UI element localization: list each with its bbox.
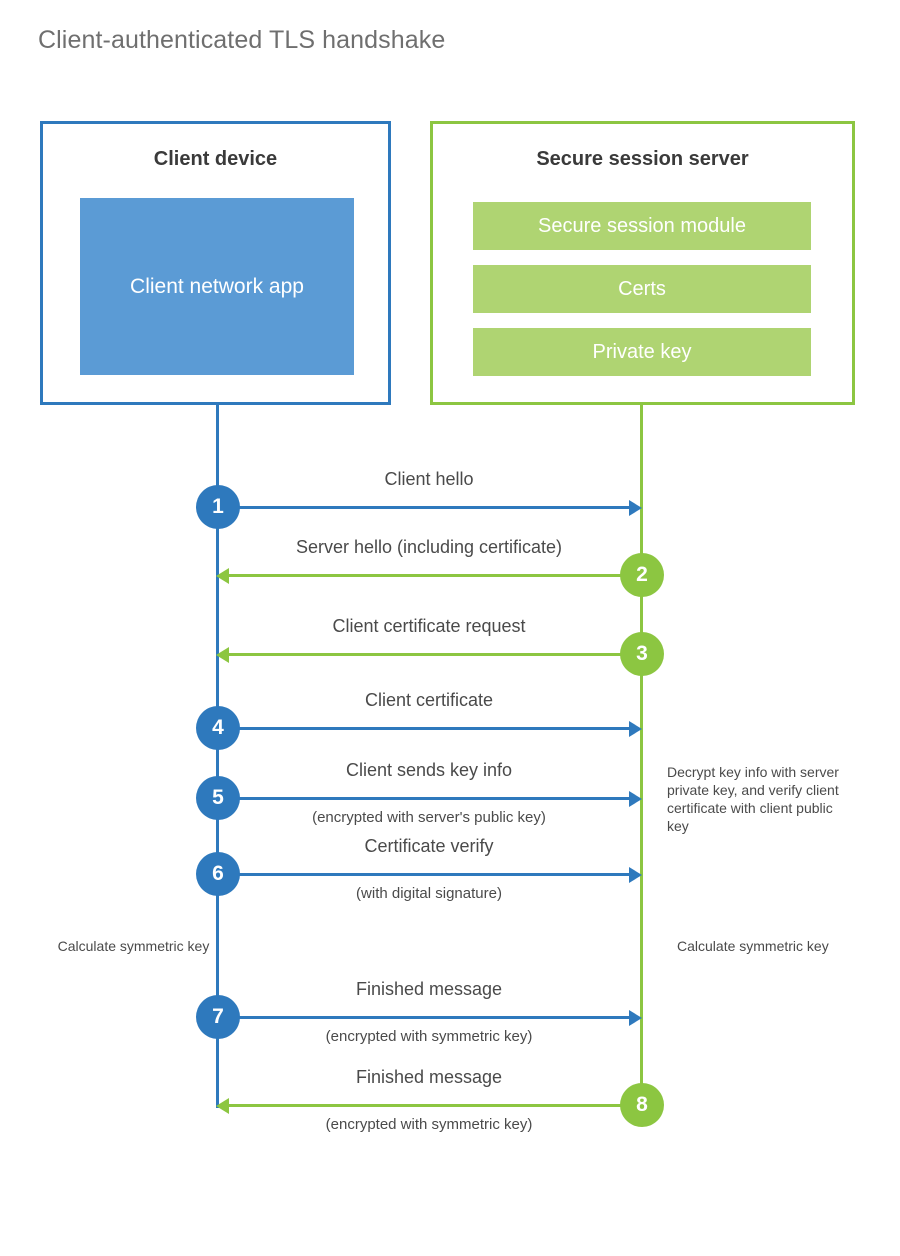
message-label-step-8: Finished message — [355, 1067, 503, 1087]
message-sublabel-step-5: (encrypted with server's public key) — [312, 809, 546, 826]
secure-session-server-box: Secure session server Secure session mod… — [430, 121, 855, 405]
message-line-step-5 — [218, 797, 630, 800]
step-badge-5[interactable]: 5 — [196, 776, 240, 820]
arrowhead-step-7 — [629, 1010, 642, 1026]
client-device-title: Client device — [153, 148, 278, 170]
arrowhead-step-6 — [629, 867, 642, 883]
page-title: Client-authenticated TLS handshake — [38, 26, 446, 54]
secure-session-server-title: Secure session server — [536, 148, 749, 170]
message-line-step-7 — [218, 1016, 630, 1019]
arrowhead-step-3 — [216, 647, 229, 663]
server-lifeline — [640, 405, 643, 1108]
arrowhead-step-1 — [629, 500, 642, 516]
message-line-step-8 — [228, 1104, 642, 1107]
message-line-step-6 — [218, 873, 630, 876]
message-label-step-5: Client sends key info — [345, 760, 513, 780]
step-badge-3[interactable]: 3 — [620, 632, 664, 676]
client-device-box: Client device Client network app — [40, 121, 391, 405]
note-server-calculate-symmetric-key: Calculate symmetric key — [677, 938, 829, 954]
arrowhead-step-2 — [216, 568, 229, 584]
message-line-step-3 — [228, 653, 642, 656]
message-sublabel-step-6: (with digital signature) — [356, 885, 502, 902]
message-label-step-3: Client certificate request — [332, 616, 526, 636]
message-line-step-1 — [218, 506, 630, 509]
client-network-app-block: Client network app — [80, 198, 354, 375]
client-lifeline — [216, 405, 219, 1108]
step-badge-6[interactable]: 6 — [196, 852, 240, 896]
step-badge-7[interactable]: 7 — [196, 995, 240, 1039]
arrowhead-step-4 — [629, 721, 642, 737]
step-badge-4[interactable]: 4 — [196, 706, 240, 750]
message-label-step-1: Client hello — [384, 469, 474, 489]
message-sublabel-step-7: (encrypted with symmetric key) — [325, 1028, 533, 1045]
message-label-step-4: Client certificate — [364, 690, 494, 710]
message-label-step-2: Server hello (including certificate) — [295, 537, 563, 557]
step-badge-1[interactable]: 1 — [196, 485, 240, 529]
server-module-private-key: Private key — [473, 328, 811, 376]
message-line-step-2 — [228, 574, 642, 577]
arrowhead-step-8 — [216, 1098, 229, 1114]
note-server-decrypt: Decrypt key info with server private key… — [667, 764, 839, 834]
message-label-step-7: Finished message — [355, 979, 503, 999]
message-sublabel-step-8: (encrypted with symmetric key) — [325, 1116, 533, 1133]
server-module-secure-session-module: Secure session module — [473, 202, 811, 250]
step-badge-8[interactable]: 8 — [620, 1083, 664, 1127]
message-label-step-6: Certificate verify — [364, 836, 494, 856]
server-module-certs: Certs — [473, 265, 811, 313]
arrowhead-step-5 — [629, 791, 642, 807]
note-client-calculate-symmetric-key: Calculate symmetric key — [57, 938, 210, 954]
step-badge-2[interactable]: 2 — [620, 553, 664, 597]
message-line-step-4 — [218, 727, 630, 730]
